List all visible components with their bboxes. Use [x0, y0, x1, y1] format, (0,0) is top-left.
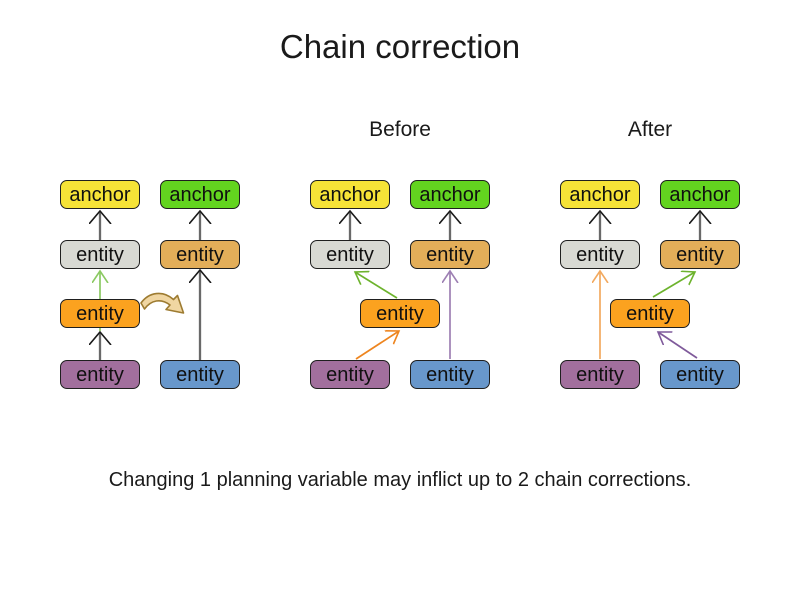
after-label: After — [627, 118, 673, 141]
before-arrow-orange — [355, 331, 399, 360]
anchor-box: anchor — [310, 180, 390, 209]
after-arrow-violet — [658, 332, 698, 359]
entity-box: entity — [560, 360, 640, 389]
before-arrow-green — [355, 272, 398, 299]
entity-box: entity — [60, 299, 140, 328]
anchor-box: anchor — [410, 180, 490, 209]
entity-box: entity — [60, 240, 140, 269]
entity-box: entity — [360, 299, 440, 328]
anchor-box: anchor — [660, 180, 740, 209]
entity-box: entity — [610, 299, 690, 328]
page-title: Chain correction — [279, 28, 521, 65]
entity-box: entity — [310, 360, 390, 389]
anchor-box: anchor — [60, 180, 140, 209]
move-arrow-icon — [140, 292, 185, 314]
caption: Changing 1 planning variable may inflict… — [108, 469, 692, 491]
after-arrow-green — [652, 272, 695, 298]
entity-box: entity — [160, 360, 240, 389]
before-label: Before — [369, 118, 431, 141]
entity-box: entity — [310, 240, 390, 269]
entity-box: entity — [60, 360, 140, 389]
anchor-box: anchor — [560, 180, 640, 209]
entity-box: entity — [410, 240, 490, 269]
entity-box: entity — [160, 240, 240, 269]
entity-box: entity — [660, 240, 740, 269]
entity-box: entity — [660, 360, 740, 389]
anchor-box: anchor — [160, 180, 240, 209]
entity-box: entity — [560, 240, 640, 269]
entity-box: entity — [410, 360, 490, 389]
